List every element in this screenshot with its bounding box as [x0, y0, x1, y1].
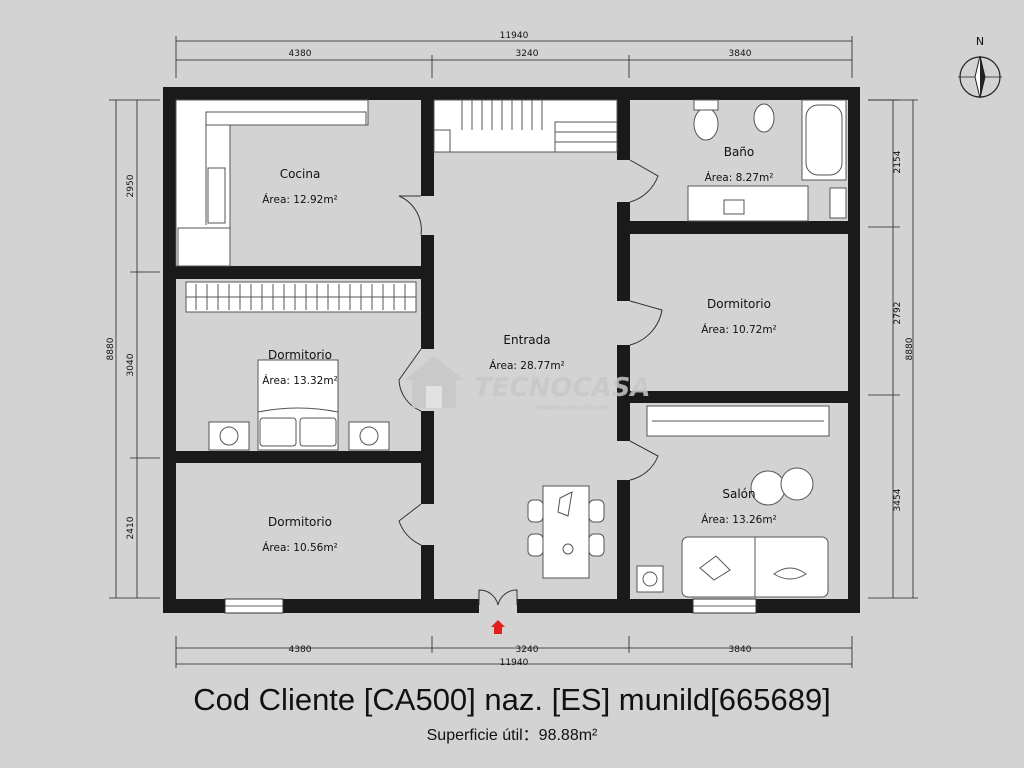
- dim-right-seg-1: 2154: [893, 150, 903, 173]
- room-area-cocina: Área: 12.92m²: [262, 193, 338, 206]
- room-bano: Baño Área: 8.27m²: [705, 145, 774, 184]
- room-dormitorio-3: Dormitorio Área: 10.72m²: [701, 297, 777, 336]
- watermark-tagline: FRANCHISING NETWORK: [536, 405, 611, 412]
- bottom-dimensions: 4380 3240 3840 11940: [175, 636, 853, 668]
- compass-label: N: [976, 35, 984, 48]
- walls: [163, 87, 860, 613]
- room-area-salon: Área: 13.26m²: [701, 513, 777, 526]
- wardrobe: [185, 281, 417, 313]
- room-area-bano: Área: 8.27m²: [705, 171, 774, 184]
- double-bed: [208, 359, 390, 451]
- compass-icon: N: [958, 35, 1002, 99]
- room-name-entrada: Entrada: [503, 333, 550, 347]
- top-dimensions: 11940 4380 3240 3840: [175, 31, 853, 78]
- dim-right-total: 8880: [905, 337, 915, 360]
- doors: [398, 159, 663, 606]
- dining-table: [527, 485, 605, 579]
- dim-right-seg-3: 3454: [893, 488, 903, 511]
- room-dormitorio-1: Dormitorio Área: 13.32m²: [262, 348, 338, 387]
- right-dimensions: 2154 2792 3454 8880: [868, 99, 918, 599]
- dim-bottom-seg-1: 4380: [289, 645, 312, 655]
- dim-top-total: 11940: [500, 31, 529, 41]
- windows: [224, 598, 757, 614]
- left-dimensions: 8880 2950 3040 2410: [106, 99, 160, 599]
- dim-bottom-seg-2: 3240: [516, 645, 539, 655]
- dim-left-total: 8880: [106, 337, 116, 360]
- dim-top-seg-1: 4380: [289, 49, 312, 59]
- room-name-cocina: Cocina: [280, 167, 321, 181]
- dim-left-seg-2: 3040: [126, 353, 136, 376]
- room-area-dormitorio-1: Área: 13.32m²: [262, 374, 338, 387]
- dim-left-seg-3: 2410: [126, 516, 136, 539]
- dim-bottom-total: 11940: [500, 658, 529, 668]
- room-area-dormitorio-2: Área: 10.56m²: [262, 541, 338, 554]
- dim-left-seg-1: 2950: [126, 174, 136, 197]
- room-dormitorio-2: Dormitorio Área: 10.56m²: [262, 515, 338, 554]
- dim-top-seg-2: 3240: [516, 49, 539, 59]
- room-cocina: Cocina Área: 12.92m²: [262, 167, 338, 206]
- room-name-salon: Salón: [722, 487, 755, 501]
- watermark-brand: TECNOCASA: [474, 373, 651, 403]
- room-name-dormitorio-2: Dormitorio: [268, 515, 332, 529]
- entry-arrow-icon: [491, 620, 505, 634]
- room-entrada: Entrada Área: 28.77m²: [489, 333, 565, 372]
- room-name-bano: Baño: [724, 145, 755, 159]
- dim-right-seg-2: 2792: [893, 302, 903, 325]
- living-room-furniture: [636, 405, 830, 598]
- room-name-dormitorio-1: Dormitorio: [268, 348, 332, 362]
- dim-bottom-seg-3: 3840: [729, 645, 752, 655]
- room-salon: Salón Área: 13.26m²: [701, 487, 777, 526]
- room-name-dormitorio-3: Dormitorio: [707, 297, 771, 311]
- client-code-title: Cod Cliente [CA500] naz. [ES] munild[665…: [193, 682, 831, 717]
- kitchen-counter: [175, 99, 369, 267]
- room-area-entrada: Área: 28.77m²: [489, 359, 565, 372]
- staircase: [433, 99, 618, 153]
- bathroom-fixtures: [687, 99, 847, 222]
- tecnocasa-watermark-logo: TECNOCASA FRANCHISING NETWORK: [404, 356, 651, 412]
- dim-top-seg-3: 3840: [729, 49, 752, 59]
- room-area-dormitorio-3: Área: 10.72m²: [701, 323, 777, 336]
- usable-area-subtitle: Superficie útil：98.88m²: [426, 727, 598, 744]
